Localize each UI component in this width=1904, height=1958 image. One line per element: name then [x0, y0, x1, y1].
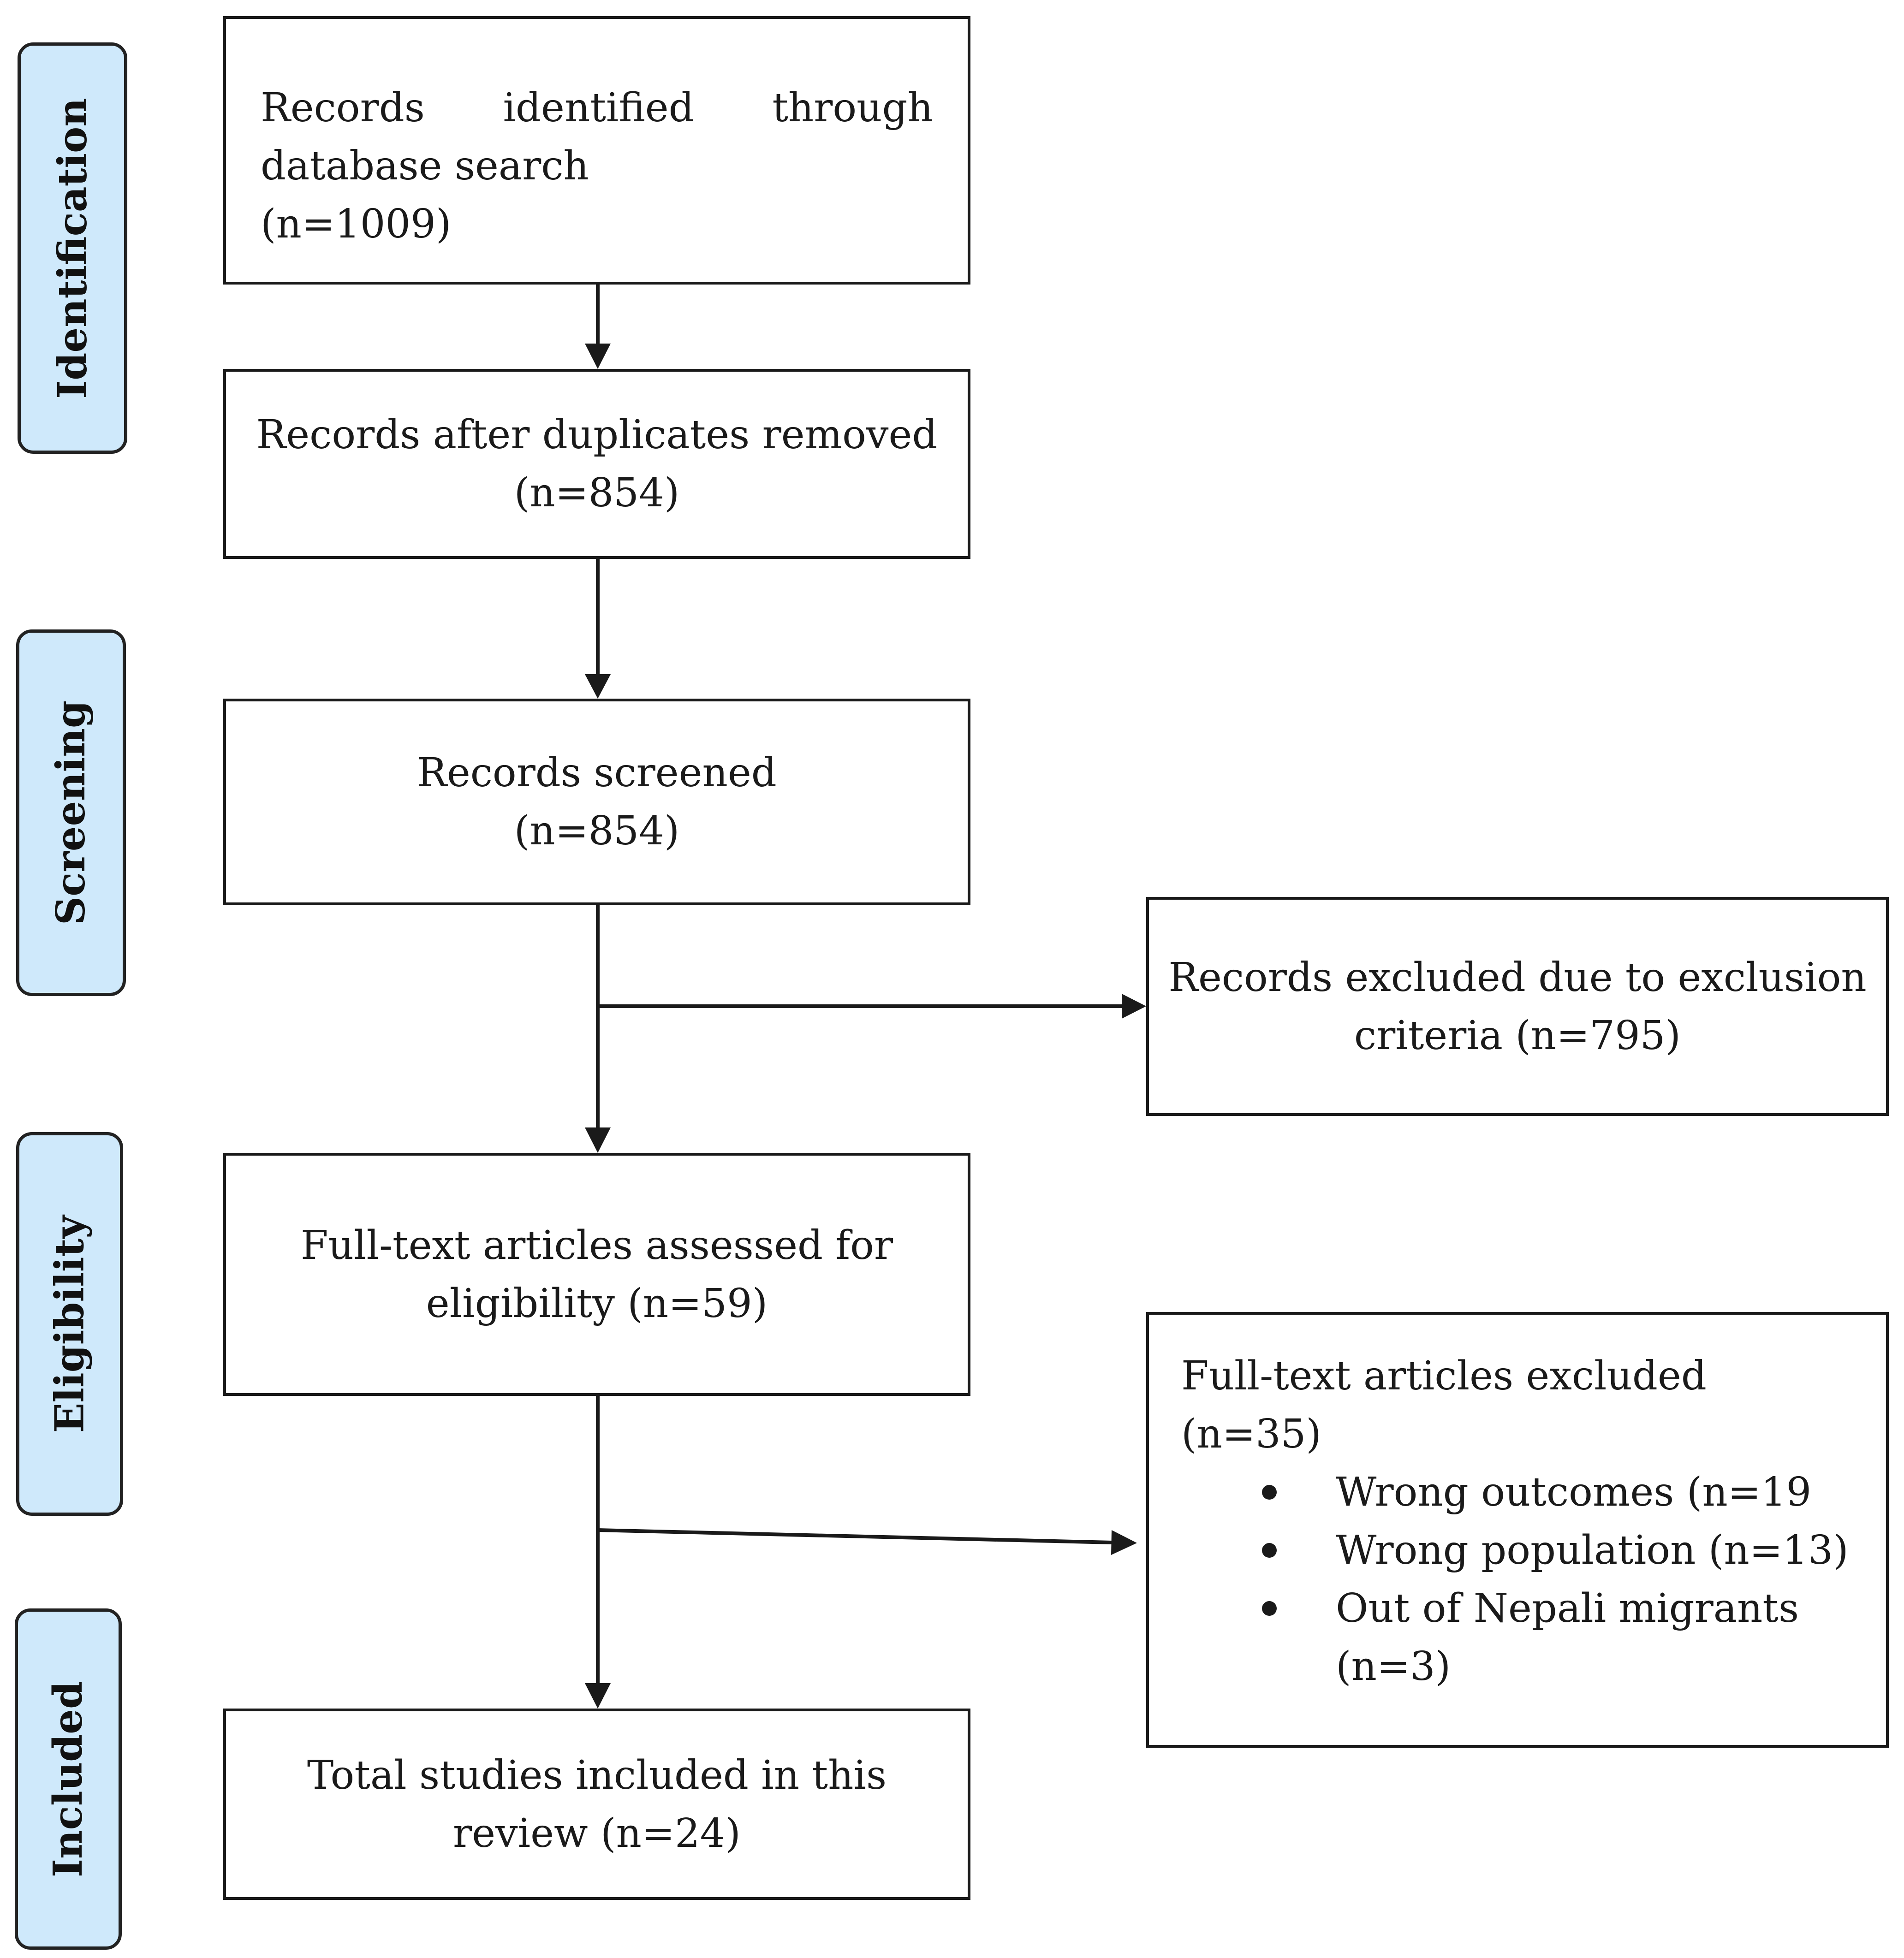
box-records-identified: Records identified through database sear…: [223, 16, 970, 285]
records-excluded-line2: criteria (n=795): [1354, 1012, 1681, 1059]
exclusion-reason-item: Wrong population (n=13): [1181, 1521, 1854, 1579]
records-screened-line1: Records screened: [417, 750, 777, 796]
box-full-text-excluded: Full-text articles excluded (n=35) Wrong…: [1146, 1312, 1889, 1748]
records-screened-count: (n=854): [514, 808, 680, 854]
bullet-icon: [1262, 1543, 1277, 1558]
records-excluded-line1: Records excluded due to exclusion: [1168, 954, 1867, 1001]
full-text-assessed-line1: Full-text articles assessed for: [300, 1222, 893, 1269]
stage-screening: Screening: [16, 629, 126, 996]
exclusion-reason-out-of-nepali-migrants-count: (n=3): [1336, 1644, 1451, 1690]
arrowhead-down: [585, 1127, 611, 1153]
bullet-icon: [1262, 1485, 1277, 1500]
studies-included-line1: Total studies included in this: [307, 1752, 887, 1798]
duplicates-removed-count: (n=854): [514, 470, 680, 516]
box-duplicates-removed: Records after duplicates removed (n=854): [223, 369, 970, 559]
box-studies-included: Total studies included in this review (n…: [223, 1709, 970, 1900]
arrowhead-down: [585, 344, 611, 369]
full-text-assessed-line2: eligibility (n=59): [426, 1280, 768, 1327]
exclusion-reason-wrong-population: Wrong population (n=13): [1336, 1527, 1849, 1573]
arrowhead-right: [1122, 994, 1146, 1019]
arrowhead-down: [585, 674, 611, 699]
exclusion-reason-item: Out of Nepali migrants (n=3): [1181, 1579, 1854, 1696]
box-full-text-assessed: Full-text articles assessed for eligibil…: [223, 1153, 970, 1396]
arrowhead-right: [1111, 1530, 1137, 1555]
exclusion-reason-wrong-outcomes: Wrong outcomes (n=19: [1336, 1469, 1812, 1515]
stage-identification: Identification: [18, 42, 127, 454]
arrowhead-down: [585, 1683, 611, 1709]
records-identified-line1: Records identified through: [261, 85, 933, 131]
arrow-assessed-to-excluded: [597, 1528, 1112, 1544]
records-identified-count: (n=1009): [261, 201, 452, 247]
stage-included: Included: [15, 1608, 122, 1950]
exclusion-reason-out-of-nepali-migrants: Out of Nepali migrants: [1336, 1585, 1799, 1632]
box-records-excluded: Records excluded due to exclusion criter…: [1146, 897, 1889, 1116]
records-identified-line2: database search: [261, 143, 589, 189]
box-records-screened: Records screened (n=854): [223, 699, 970, 905]
duplicates-removed-line1: Records after duplicates removed: [256, 412, 938, 458]
studies-included-line2: review (n=24): [453, 1810, 741, 1857]
stage-eligibility: Eligibility: [16, 1132, 123, 1516]
full-text-excluded-heading: Full-text articles excluded (n=35): [1181, 1353, 1707, 1457]
bullet-icon: [1262, 1601, 1277, 1616]
exclusion-reasons-list: Wrong outcomes (n=19 Wrong population (n…: [1181, 1463, 1854, 1696]
exclusion-reason-item: Wrong outcomes (n=19: [1181, 1463, 1854, 1521]
